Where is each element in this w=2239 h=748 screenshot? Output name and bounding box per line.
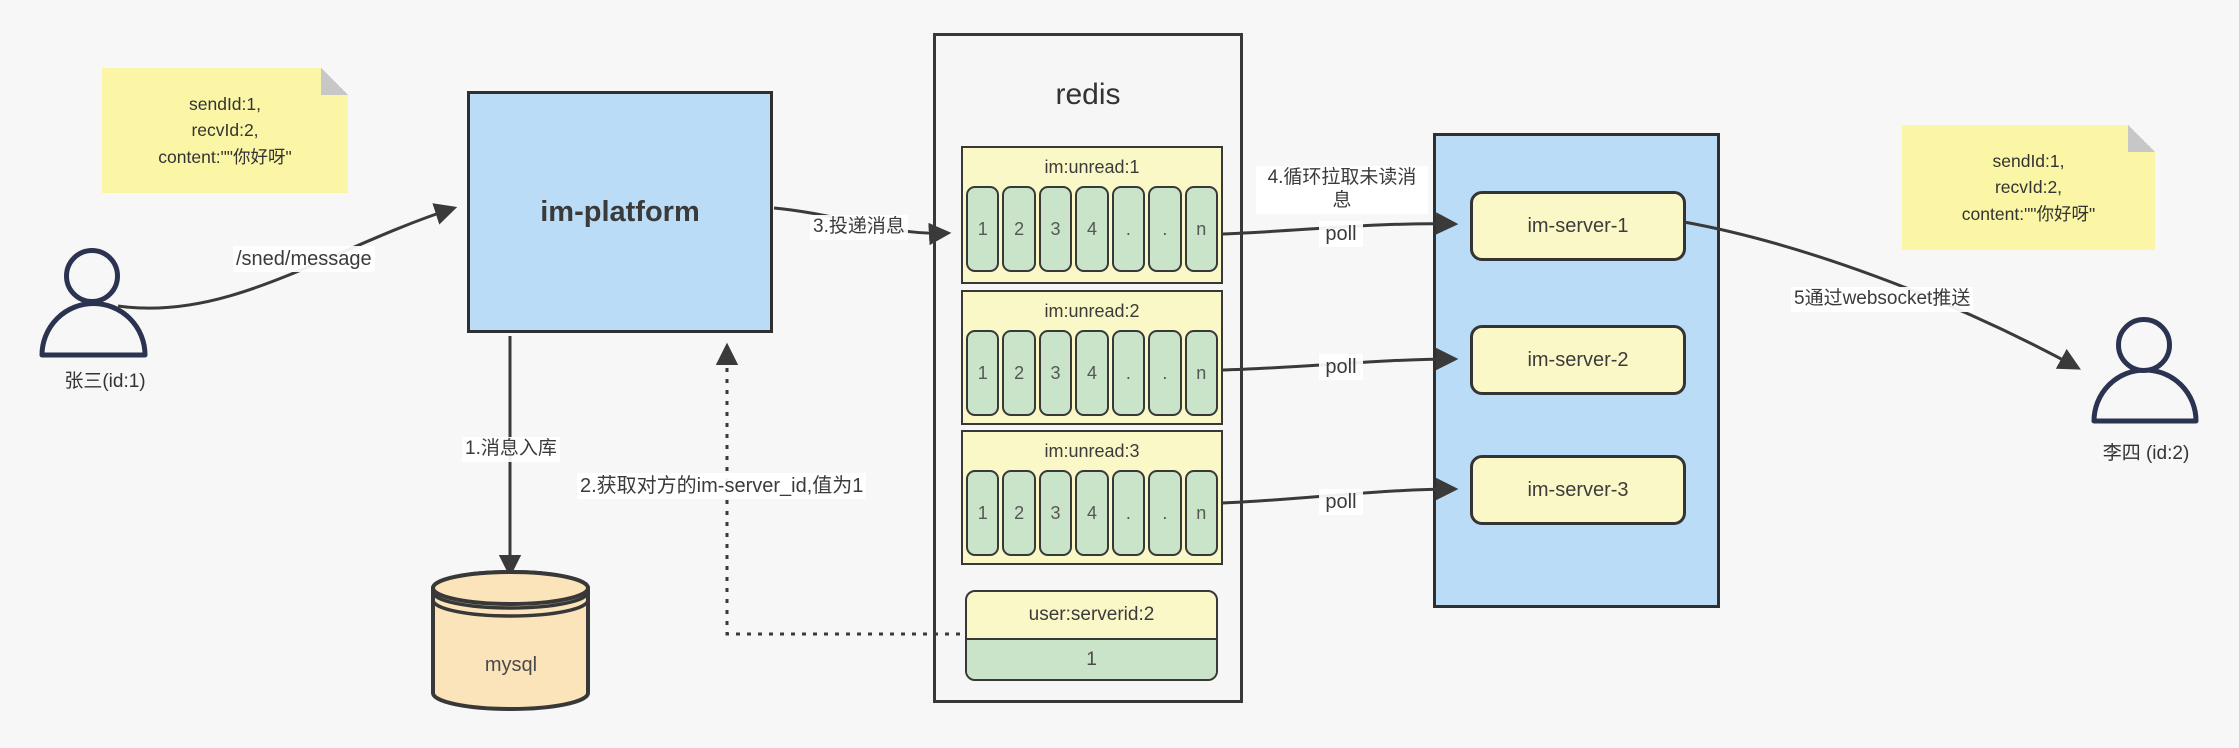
queue-cell: 3	[1038, 330, 1073, 416]
queue-cell: n	[1184, 470, 1218, 556]
mapping-key: user:serverid:2	[1028, 604, 1155, 625]
queue-name: im:unread:2	[1044, 300, 1140, 321]
receiver-label: 李四 (id:2)	[2102, 443, 2190, 464]
queue-cell: 3	[1038, 186, 1073, 272]
pull-label: 4.循环拉取未读消息	[1256, 166, 1428, 214]
queue-cell: .	[1148, 186, 1182, 272]
queue-cell: 4	[1075, 330, 1109, 416]
poll-label-3: poll	[1319, 489, 1363, 515]
queue-cells: 1 2 3 4 . . n	[963, 470, 1221, 556]
sender-label: 张三(id:1)	[64, 371, 146, 392]
queue-cell: .	[1111, 470, 1146, 556]
push-label: 5通过websocket推送	[1791, 287, 1974, 312]
note-line: sendId:1,	[1992, 151, 2065, 172]
queue-cell: 4	[1075, 186, 1109, 272]
queue-cell: .	[1148, 330, 1182, 416]
queue-cell: 2	[1002, 330, 1036, 416]
queue-cell: 1	[966, 186, 1000, 272]
queue-cells: 1 2 3 4 . . n	[963, 330, 1221, 416]
mysql-database-icon	[431, 570, 590, 711]
queue-cell: 3	[1038, 470, 1073, 556]
im-server-3-box: im-server-3	[1470, 455, 1686, 525]
sender-person-icon	[39, 248, 148, 358]
note-line: sendId:1,	[189, 94, 261, 115]
receiver-person-icon	[2091, 317, 2199, 424]
note-line: content:""你好呀"	[1961, 203, 2096, 224]
redis-queue-im-unread-1: im:unread:1 1 2 3 4 . . n	[961, 146, 1223, 284]
note-line: recvId:2,	[191, 120, 259, 141]
queue-cell: .	[1148, 470, 1182, 556]
poll-label-1: poll	[1319, 221, 1363, 247]
note-fold-corner	[2128, 125, 2155, 152]
note-fold-corner	[321, 68, 348, 95]
queue-name: im:unread:1	[1044, 156, 1140, 177]
sender-message-note: sendId:1, recvId:2, content:""你好呀"	[102, 68, 348, 193]
queue-cell: 1	[966, 330, 1000, 416]
im-server-1-box: im-server-1	[1470, 191, 1686, 261]
queue-cells: 1 2 3 4 . . n	[963, 186, 1221, 272]
queue-name: im:unread:3	[1044, 440, 1140, 461]
mysql-label: mysql	[484, 654, 538, 676]
queue-cell: .	[1111, 186, 1146, 272]
user-serverid-mapping: user:serverid:2 1	[965, 590, 1218, 681]
im-server-2-box: im-server-2	[1470, 325, 1686, 395]
lookup-label: 2.获取对方的im-server_id,值为1	[577, 473, 867, 499]
queue-cell: 2	[1002, 186, 1036, 272]
im-platform-box: im-platform	[467, 91, 773, 333]
store-label: 1.消息入库	[462, 437, 560, 462]
queue-cell: 1	[966, 470, 1000, 556]
poll-label-2: poll	[1319, 354, 1363, 380]
queue-cell: .	[1111, 330, 1146, 416]
redis-queue-im-unread-2: im:unread:2 1 2 3 4 . . n	[961, 290, 1223, 425]
redis-queue-im-unread-3: im:unread:3 1 2 3 4 . . n	[961, 430, 1223, 565]
queue-cell: n	[1184, 330, 1218, 416]
deliver-label: 3.投递消息	[810, 215, 908, 240]
mapping-value: 1	[967, 638, 1216, 679]
queue-cell: n	[1184, 186, 1218, 272]
queue-cell: 4	[1075, 470, 1109, 556]
send-message-label: /sned/message	[233, 246, 375, 272]
im-server-cluster: im-server-1 im-server-2 im-server-3	[1433, 133, 1720, 608]
redis-title: redis	[1055, 78, 1121, 111]
queue-cell: 2	[1002, 470, 1036, 556]
note-line: recvId:2,	[1994, 177, 2063, 198]
note-line: content:""你好呀"	[158, 146, 292, 167]
redis-container: redis im:unread:1 1 2 3 4 . . n im:unrea…	[933, 33, 1243, 703]
im-platform-label: im-platform	[540, 195, 700, 228]
receiver-message-note: sendId:1, recvId:2, content:""你好呀"	[1902, 125, 2155, 250]
